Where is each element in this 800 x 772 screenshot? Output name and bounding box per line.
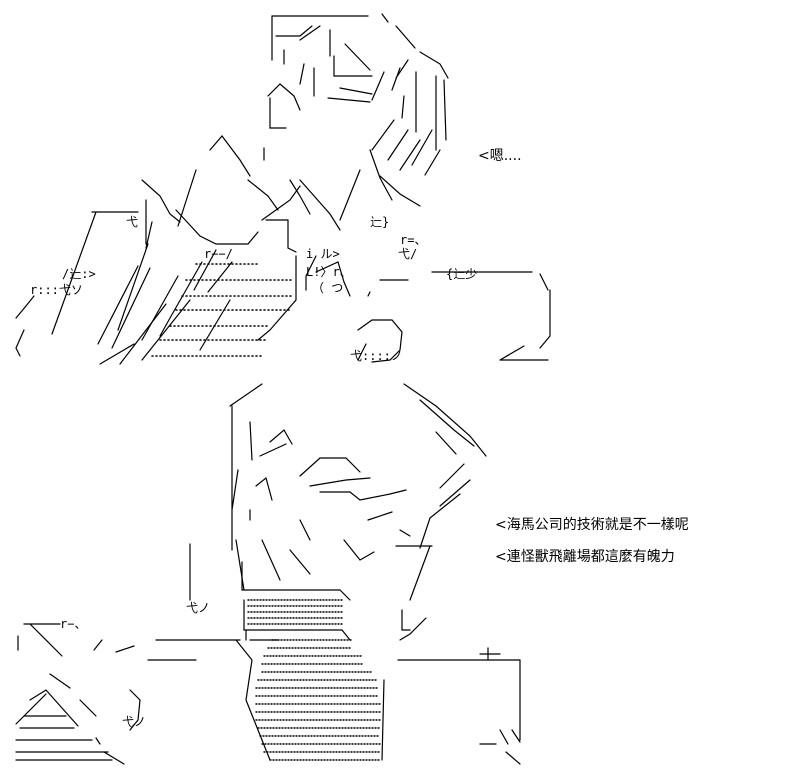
dialogue-line-2: <海馬公司的技術就是不一樣呢: [495, 517, 689, 533]
art-fragment-12: 弋::::ノ: [350, 349, 403, 363]
art-fragment-1: 弋: [126, 215, 138, 229]
art-fragment-5: 弋/: [398, 247, 417, 261]
dialogue-line-1: <嗯....: [478, 148, 522, 164]
art-fragment-8: L!〉r、: [306, 265, 352, 279]
art-fragment-11: r:::弋ソ: [30, 283, 83, 297]
art-fragment-13: 弋ノ: [186, 601, 210, 615]
dialogue-line-3: <連怪獸飛離場都這麼有魄力: [495, 549, 675, 565]
art-fragment-2: r−−/: [204, 247, 233, 261]
art-fragment-10: /辷:>: [62, 267, 96, 281]
art-fragment-4: r=、: [400, 233, 426, 247]
art-fragment-14: r−、: [60, 617, 86, 631]
art-fragment-15: 弋ノ: [122, 715, 146, 729]
art-fragment-9: （ つ: [312, 281, 343, 295]
art-fragment-7: i ル>: [306, 247, 340, 261]
art-fragment-6: {辷少: [446, 267, 477, 281]
art-fragment-3: 辷}: [370, 215, 389, 229]
